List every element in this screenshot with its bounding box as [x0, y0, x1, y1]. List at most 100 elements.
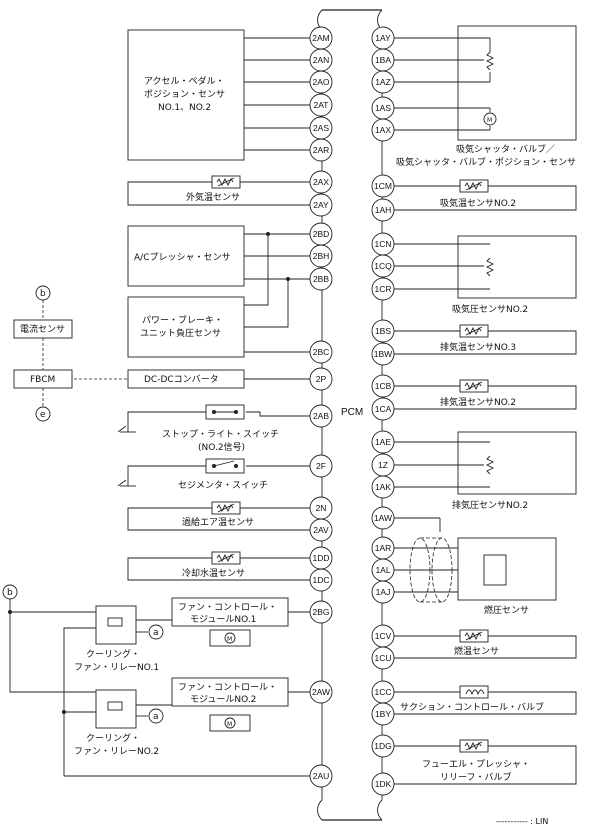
left-pin-2au [309, 764, 333, 788]
right-pin-label-1cu: 1CU [374, 653, 391, 663]
stop-switch-label-2: (NO.2信号) [198, 441, 245, 453]
right-pin-1cq [371, 254, 395, 278]
relay1-label-1: クーリング・ [86, 648, 140, 660]
right-pin-1aw [371, 506, 395, 530]
right-pin-label-1cb: 1CB [375, 381, 392, 391]
intake-temp2-label: 吸気温センサNO.2 [440, 197, 516, 209]
right-pin-label-1ar: 1AR [375, 543, 392, 553]
left-pin-label-2au: 2AU [313, 771, 330, 781]
left-pin-label-1dd: 1DD [312, 553, 329, 563]
fan-mod2-label-1: ファン・コントロール・ [178, 683, 277, 693]
right-pin-1dg [371, 734, 395, 758]
right-pin-1by [371, 702, 395, 726]
fuel-press-label: 燃圧センサ [484, 604, 529, 616]
right-pin-label-1ak: 1AK [375, 482, 391, 492]
left-pin-2ay [309, 193, 333, 217]
right-pin-1ca [371, 397, 395, 421]
exhaust-temp3-label: 排気温センサNO.3 [440, 341, 516, 353]
right-pin-label-1as: 1AS [375, 103, 391, 113]
fan-mod2-label-2: モジュールNO.2 [190, 695, 256, 705]
exhaust-press2-label: 排気圧センサNO.2 [452, 499, 528, 511]
left-pin-label-2ax: 2AX [313, 177, 329, 187]
right-pin-column: 1AY1BA1AZ1AS1AX1CM1AH1CN1CQ1CR1BS1BW1CB1… [371, 26, 395, 796]
left-pin-2at [309, 93, 333, 117]
stop-switch-label-1: ストップ・ライト・スイッチ [162, 429, 279, 440]
conn-a-1: a [153, 628, 159, 638]
current-sensor-label: 電流センサ [20, 323, 65, 335]
conn-b-left: b [7, 588, 13, 598]
symbols: M M M [107, 51, 494, 753]
sedimenter-label: セジメンタ・スイッチ [178, 480, 268, 491]
left-pin-label-2f: 2F [316, 461, 326, 471]
left-pin-2bc [309, 340, 333, 364]
right-pin-label-1cq: 1CQ [374, 261, 392, 271]
accel-label-2: ポジション・センサ [144, 89, 225, 100]
left-pin-label-2ao: 2AO [312, 77, 329, 87]
left-pin-label-2ay: 2AY [313, 200, 329, 210]
conn-e: e [40, 410, 46, 420]
fan-mod1-label-1: ファン・コントロール・ [178, 603, 277, 613]
conn-b-top: b [40, 289, 46, 299]
right-pin-1ak [371, 475, 395, 499]
right-pin-label-1bs: 1BS [375, 326, 391, 336]
right-pin-label-1dk: 1DK [375, 779, 392, 789]
right-pin-label-1ca: 1CA [375, 404, 392, 414]
brake-vac-label-2: ユニット負圧センサ [140, 327, 221, 339]
right-pin-1ae [371, 430, 395, 454]
relay1-label-2: ファン・リレーNO.1 [74, 663, 159, 673]
accel-label-1: アクセル・ペダル・ [144, 75, 225, 87]
right-pin-1cm [371, 174, 395, 198]
right-pin-label-1by: 1BY [375, 709, 391, 719]
right-pin-label-1bw: 1BW [374, 349, 392, 359]
boost-air-label: 過給エア温センサ [182, 516, 254, 528]
left-pin-column: 2AM2AN2AO2AT2AS2AR2AX2AY2BD2BH2BB2BC2P2A… [309, 26, 333, 788]
coolant-label: 冷却水温センサ [182, 567, 245, 579]
fan-mod1-label-2: モジュールNO.1 [190, 615, 256, 625]
right-pin-label-1aw: 1AW [374, 513, 392, 523]
left-pin-2bh [309, 244, 333, 268]
left-pin-label-2bd: 2BD [313, 229, 330, 239]
outside-temp-label: 外気温センサ [186, 191, 240, 203]
left-wiring [2, 29, 310, 777]
left-pin-2ab [309, 404, 333, 428]
left-pin-label-2n: 2N [316, 503, 327, 513]
right-pin-label-1cr: 1CR [374, 284, 391, 294]
intake-shutter-label-2: 吸気シャッタ・バルブ・ポジション・センサ [396, 156, 576, 168]
left-pin-2ar [309, 138, 333, 162]
left-pin-label-2bg: 2BG [312, 607, 329, 617]
right-pin-label-1cm: 1CM [374, 181, 392, 191]
right-pin-1cu [371, 646, 395, 670]
left-pin-2av [309, 518, 333, 542]
right-pin-label-1aj: 1AJ [376, 587, 391, 597]
left-pin-label-2ab: 2AB [313, 411, 329, 421]
left-pin-2bg [309, 600, 333, 624]
left-pin-label-2am: 2AM [312, 33, 329, 43]
right-pin-1cr [371, 277, 395, 301]
left-pin-label-2aw: 2AW [312, 687, 330, 697]
right-pin-label-1al: 1AL [375, 565, 390, 575]
right-pin-1az [371, 70, 395, 94]
relief-label-2: リリーフ・バルブ [440, 771, 511, 783]
pcm-label: PCM [341, 407, 363, 418]
intake-shutter-label-1: 吸気シャッタ・バルブ／ [456, 143, 555, 155]
relay2-label-1: クーリング・ [86, 732, 140, 744]
left-pin-2bb [309, 267, 333, 291]
dcdc-label: DC-DCコンバータ [144, 374, 219, 385]
left-pin-2ax [309, 170, 333, 194]
right-pin-1bw [371, 342, 395, 366]
left-pin-label-2ar: 2AR [313, 145, 330, 155]
svg-text:M: M [227, 721, 232, 728]
left-pin-2f [309, 454, 333, 478]
labels: アクセル・ペダル・ ポジション・センサ NO.1、NO.2 外気温センサ A/C… [7, 75, 576, 826]
relay2-label-2: ファン・リレーNO.2 [74, 747, 159, 757]
left-pin-label-2bh: 2BH [313, 251, 330, 261]
left-pin-label-1dc: 1DC [312, 575, 329, 585]
left-pin-label-2p: 2P [316, 374, 327, 384]
right-pin-1cb [371, 374, 395, 398]
ac-pressure-label: A/Cプレッシャ・センサ [134, 252, 230, 263]
suction-label: サクション・コントロール・バルブ [400, 701, 544, 713]
conn-a-2: a [153, 712, 159, 722]
exhaust-temp2-label: 排気温センサNO.2 [440, 396, 516, 408]
left-pin-2ao [309, 70, 333, 94]
